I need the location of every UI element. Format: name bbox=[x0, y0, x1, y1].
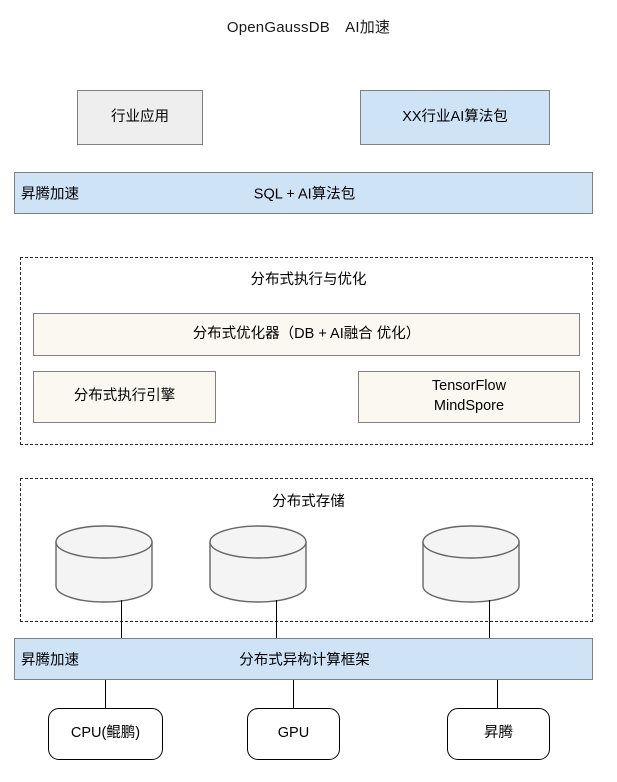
distributed-storage-panel-title: 分布式存储 bbox=[272, 494, 345, 510]
distributed-execution-engine-label: 分布式执行引擎 bbox=[73, 388, 176, 405]
database-cylinder-icon[interactable] bbox=[54, 525, 154, 603]
distributed-optimizer-label: 分布式优化器（DB + AI融合 优化） bbox=[192, 325, 421, 342]
execution-optimization-panel bbox=[20, 257, 593, 445]
connector-gpu bbox=[293, 680, 294, 708]
ai-algorithm-package-label: XX行业AI算法包 bbox=[402, 108, 508, 125]
hardware-label-ascend: 昇腾 bbox=[484, 725, 513, 742]
hardware-label-gpu: GPU bbox=[277, 725, 310, 742]
ai-framework-label: TensorFlow MindSpore bbox=[431, 378, 507, 414]
sql-bar-title-label: SQL + AI算法包 bbox=[253, 186, 356, 203]
ai-algorithm-package-box[interactable]: XX行业AI算法包 bbox=[360, 90, 550, 145]
connector-ascend bbox=[497, 680, 498, 708]
hardware-label-cpu: CPU(鲲鹏) bbox=[70, 725, 141, 742]
connector-cpu bbox=[105, 680, 106, 708]
distributed-storage-panel bbox=[20, 478, 593, 622]
execution-optimization-panel-title: 分布式执行与优化 bbox=[250, 272, 367, 288]
compute-bar-accelerator-label: 昇腾加速 bbox=[21, 652, 79, 669]
connector-storage-node-1 bbox=[121, 600, 122, 646]
database-cylinder-icon[interactable] bbox=[421, 525, 521, 603]
hardware-box-gpu[interactable]: GPU bbox=[247, 708, 340, 760]
compute-bar-title-label: 分布式异构计算框架 bbox=[239, 652, 370, 669]
distributed-execution-engine-box[interactable]: 分布式执行引擎 bbox=[33, 371, 216, 423]
industry-application-label: 行业应用 bbox=[111, 108, 169, 125]
page-title: OpenGaussDB AI加速 bbox=[226, 19, 391, 36]
distributed-optimizer-box[interactable]: 分布式优化器（DB + AI融合 优化） bbox=[33, 313, 580, 356]
hardware-box-cpu[interactable]: CPU(鲲鹏) bbox=[48, 708, 163, 760]
heterogeneous-compute-framework-bar[interactable]: 昇腾加速 分布式异构计算框架 bbox=[14, 638, 593, 680]
connector-storage-node-2 bbox=[276, 600, 277, 646]
industry-application-box[interactable]: 行业应用 bbox=[77, 90, 203, 145]
connector-storage-node-3 bbox=[489, 600, 490, 646]
sql-bar-accelerator-label: 昇腾加速 bbox=[21, 186, 79, 203]
sql-ai-package-bar[interactable]: 昇腾加速 SQL + AI算法包 bbox=[14, 172, 593, 214]
ai-framework-box[interactable]: TensorFlow MindSpore bbox=[358, 371, 580, 423]
hardware-box-ascend[interactable]: 昇腾 bbox=[447, 708, 550, 760]
database-cylinder-icon[interactable] bbox=[208, 525, 308, 603]
